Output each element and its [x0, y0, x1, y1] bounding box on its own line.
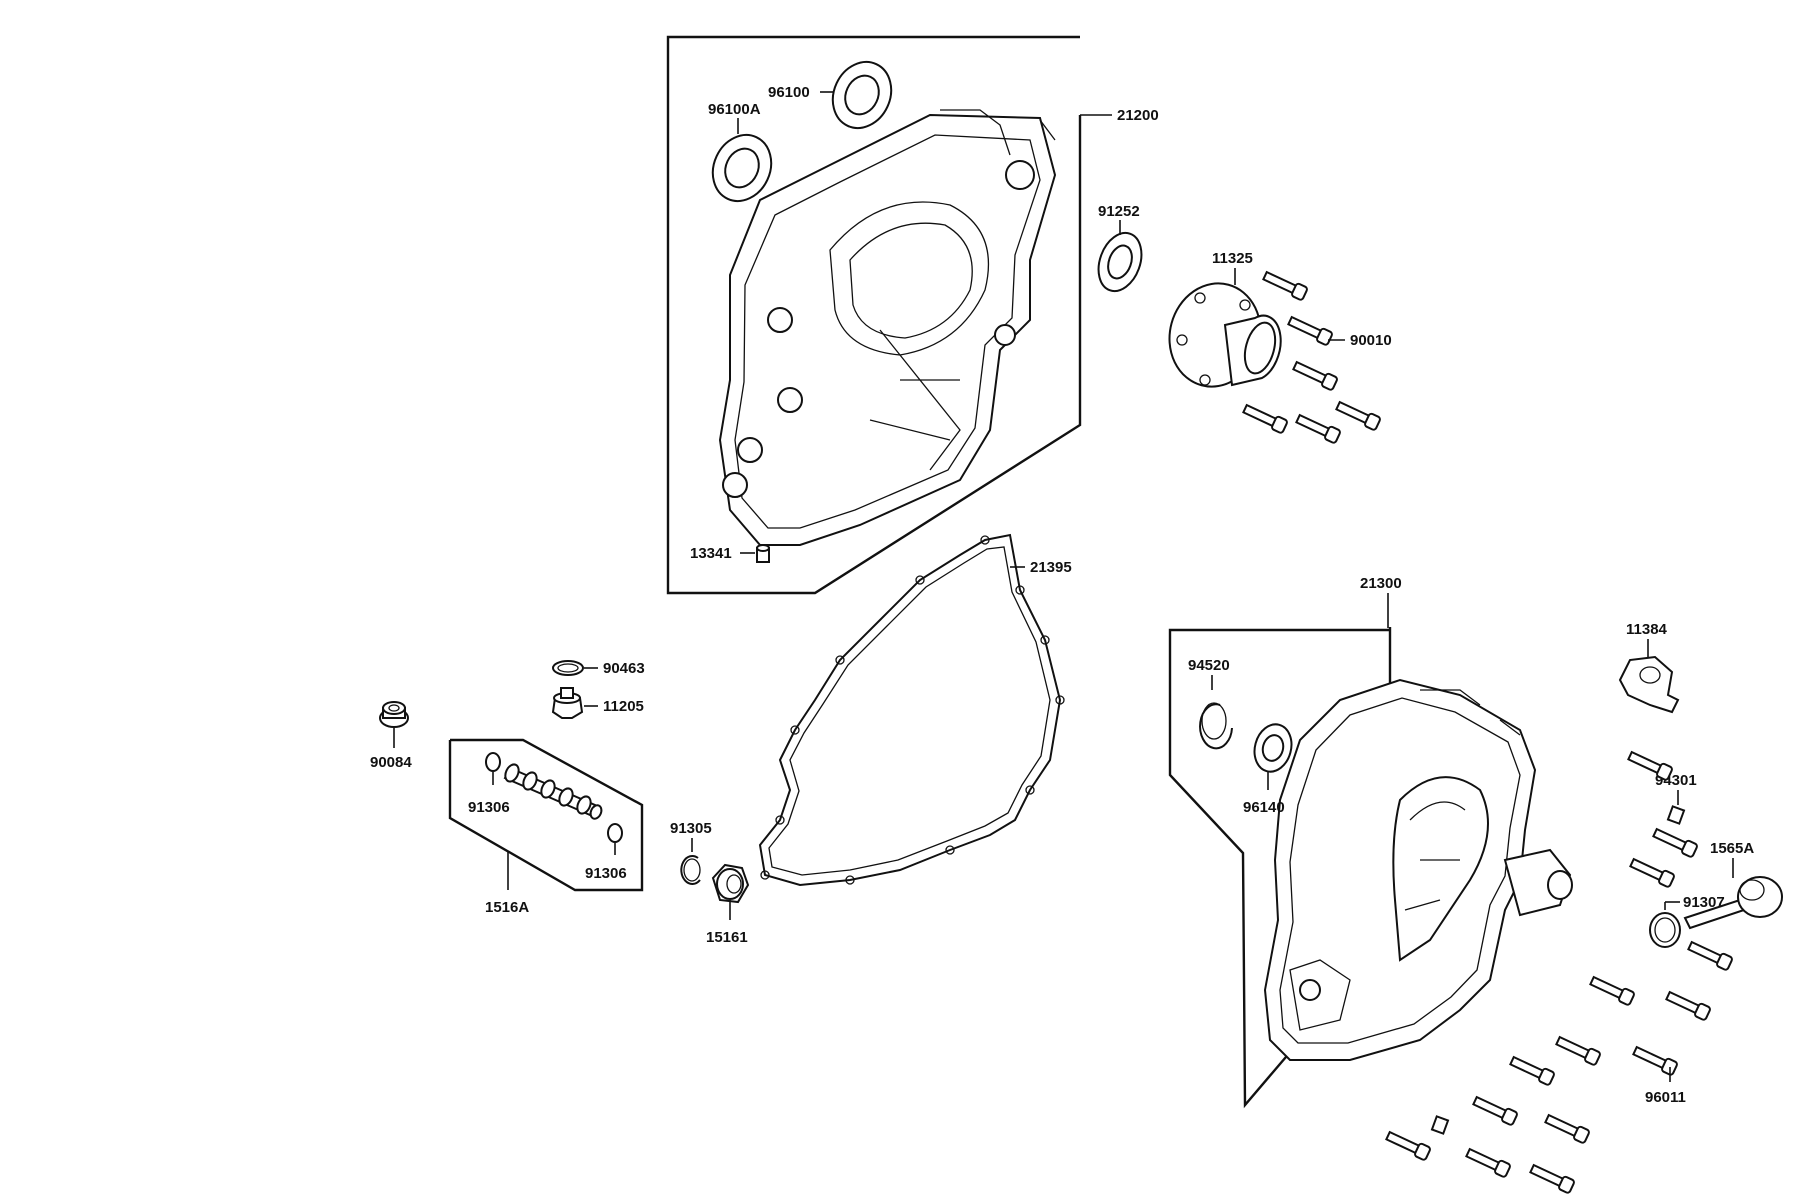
label-96140: 96140 — [1243, 799, 1285, 816]
label-96011: 96011 — [1645, 1089, 1686, 1106]
group-1516A: 91306 91306 1516A — [448, 738, 644, 916]
dowel-pin-94301 — [1666, 805, 1686, 825]
frame-21200 — [666, 35, 1082, 595]
label-21395: 21395 — [1030, 559, 1072, 576]
label-1565A: 1565A — [1710, 840, 1754, 857]
dowel-pin-13341 — [756, 544, 770, 563]
frame-1516A — [448, 738, 644, 892]
bolt-set-90010 — [1242, 270, 1381, 444]
gasket-21395 — [758, 533, 1065, 887]
label-11325: 11325 — [1212, 250, 1253, 267]
group-21300: 21300 94520 96140 — [1168, 575, 1573, 1109]
label-91306-upper: 91306 — [468, 799, 510, 816]
label-90010: 90010 — [1350, 332, 1392, 349]
bearing-96140 — [1253, 723, 1293, 773]
o-ring-91307 — [1649, 912, 1681, 948]
bearing-96100A — [711, 133, 773, 203]
group-21200: 21200 96100 96100A — [666, 35, 1159, 595]
crankcase-cover-housing — [718, 109, 1057, 546]
flange-11325 — [1168, 282, 1282, 388]
label-13341: 13341 — [690, 545, 732, 562]
label-91305: 91305 — [670, 820, 712, 837]
label-11384: 11384 — [1626, 621, 1668, 638]
label-11205: 11205 — [603, 698, 644, 715]
nut-90084 — [379, 701, 409, 728]
oil-seal-91252 — [1097, 231, 1143, 293]
label-21200: 21200 — [1117, 107, 1159, 124]
label-96100A: 96100A — [708, 101, 761, 118]
circlip-91305 — [680, 855, 701, 885]
drain-plug-15161 — [711, 863, 750, 904]
clamp-11384 — [1618, 655, 1680, 714]
label-90463: 90463 — [603, 660, 645, 677]
oil-dipstick-cap-1565A — [1683, 876, 1783, 930]
label-91306-lower: 91306 — [585, 865, 627, 882]
label-91252: 91252 — [1098, 203, 1140, 220]
label-21300: 21300 — [1360, 575, 1402, 592]
bolt-set-96011 — [1385, 750, 1733, 1194]
label-91307: 91307 — [1683, 894, 1725, 911]
o-ring-90463 — [552, 660, 584, 676]
label-90084: 90084 — [370, 754, 412, 771]
label-96100: 96100 — [768, 84, 810, 101]
o-ring-91306-lower — [607, 823, 623, 843]
label-94520: 94520 — [1188, 657, 1230, 674]
plug-11205 — [551, 687, 584, 719]
o-ring-91306-upper — [485, 752, 501, 772]
bearing-96100 — [831, 60, 893, 130]
circlip-94520 — [1199, 702, 1233, 750]
label-1516A: 1516A — [485, 899, 529, 916]
clutch-cover-housing — [1263, 678, 1573, 1061]
label-15161: 15161 — [706, 929, 748, 946]
oil-strainer — [503, 763, 603, 820]
